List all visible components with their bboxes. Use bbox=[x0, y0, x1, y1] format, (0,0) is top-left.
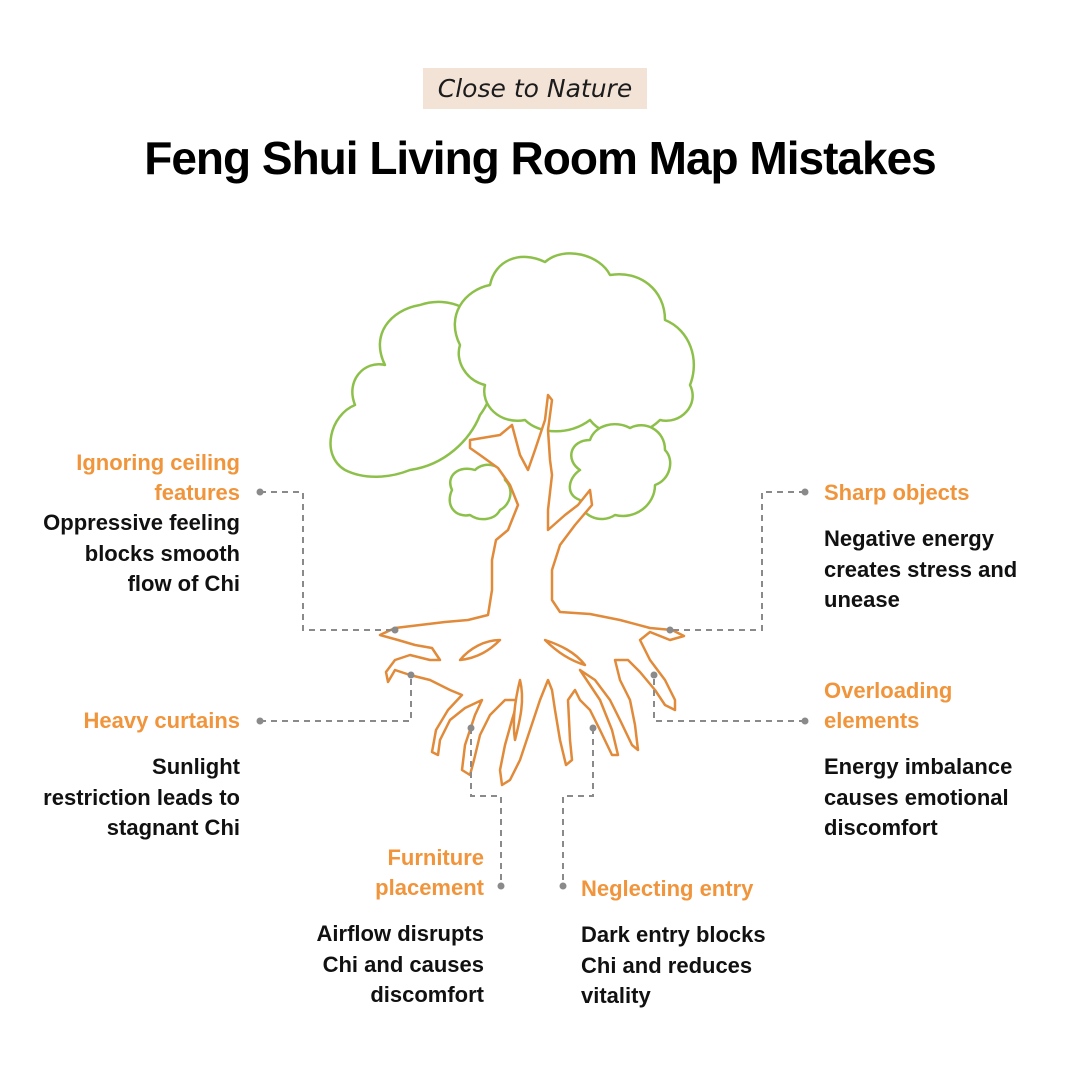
item-ignoring-ceiling: Ignoring ceiling features Oppressive fee… bbox=[40, 448, 240, 600]
connector-dot bbox=[559, 882, 567, 890]
item-sharp-objects: Sharp objects Negative energy creates st… bbox=[824, 478, 1049, 616]
item-heading: Overloading elements bbox=[824, 678, 953, 733]
connector-dot bbox=[497, 882, 505, 890]
connector-dot bbox=[407, 671, 415, 679]
connector-dot bbox=[801, 717, 809, 725]
connectors bbox=[260, 491, 805, 886]
connector-dot bbox=[256, 488, 264, 496]
connector-dot bbox=[589, 724, 597, 732]
tree-canopy bbox=[329, 252, 695, 521]
item-heading: Heavy curtains bbox=[83, 708, 240, 733]
connector-dot bbox=[650, 671, 658, 679]
canopy-top-cloud bbox=[453, 252, 695, 437]
item-heading: Neglecting entry bbox=[581, 876, 754, 901]
connector-dot bbox=[801, 488, 809, 496]
item-description: Negative energy creates stress and uneas… bbox=[824, 526, 1018, 612]
canopy-left-small-cloud bbox=[448, 463, 512, 521]
connector-dots bbox=[256, 488, 809, 890]
item-heading: Sharp objects bbox=[824, 480, 970, 505]
root-inner-2 bbox=[543, 638, 587, 667]
connector-sharp bbox=[670, 491, 805, 631]
root-inner-1 bbox=[458, 638, 502, 662]
connector-curtains bbox=[260, 675, 412, 722]
connector-furniture bbox=[470, 728, 502, 886]
item-description: Airflow disrupts Chi and causes discomfo… bbox=[316, 921, 484, 1007]
connector-entry bbox=[562, 728, 594, 886]
item-heavy-curtains: Heavy curtains Sunlight restriction lead… bbox=[40, 706, 240, 844]
connector-dot bbox=[391, 626, 399, 634]
category-tag: Close to Nature bbox=[423, 68, 647, 109]
connector-dot bbox=[666, 626, 674, 634]
item-description: Dark entry blocks Chi and reduces vitali… bbox=[581, 922, 766, 1008]
root-inner-3 bbox=[512, 678, 524, 742]
item-heading: Furniture placement bbox=[375, 845, 484, 900]
connector-overloading bbox=[653, 675, 805, 722]
connector-dot bbox=[256, 717, 264, 725]
connector-ceiling bbox=[260, 491, 395, 631]
item-heading: Ignoring ceiling features bbox=[76, 450, 240, 505]
item-description: Energy imbalance causes emotional discom… bbox=[824, 754, 1013, 840]
trunk-outline bbox=[378, 393, 686, 787]
item-description: Oppressive feeling blocks smooth flow of… bbox=[43, 510, 240, 596]
connector-dot bbox=[467, 724, 475, 732]
item-description: Sunlight restriction leads to stagnant C… bbox=[43, 754, 240, 840]
item-furniture-placement: Furniture placement Airflow disrupts Chi… bbox=[290, 843, 484, 1011]
item-neglecting-entry: Neglecting entry Dark entry blocks Chi a… bbox=[581, 874, 791, 1012]
item-overloading-elements: Overloading elements Energy imbalance ca… bbox=[824, 676, 1049, 844]
tree-trunk-roots bbox=[378, 393, 686, 787]
page-title: Feng Shui Living Room Map Mistakes bbox=[144, 132, 937, 184]
